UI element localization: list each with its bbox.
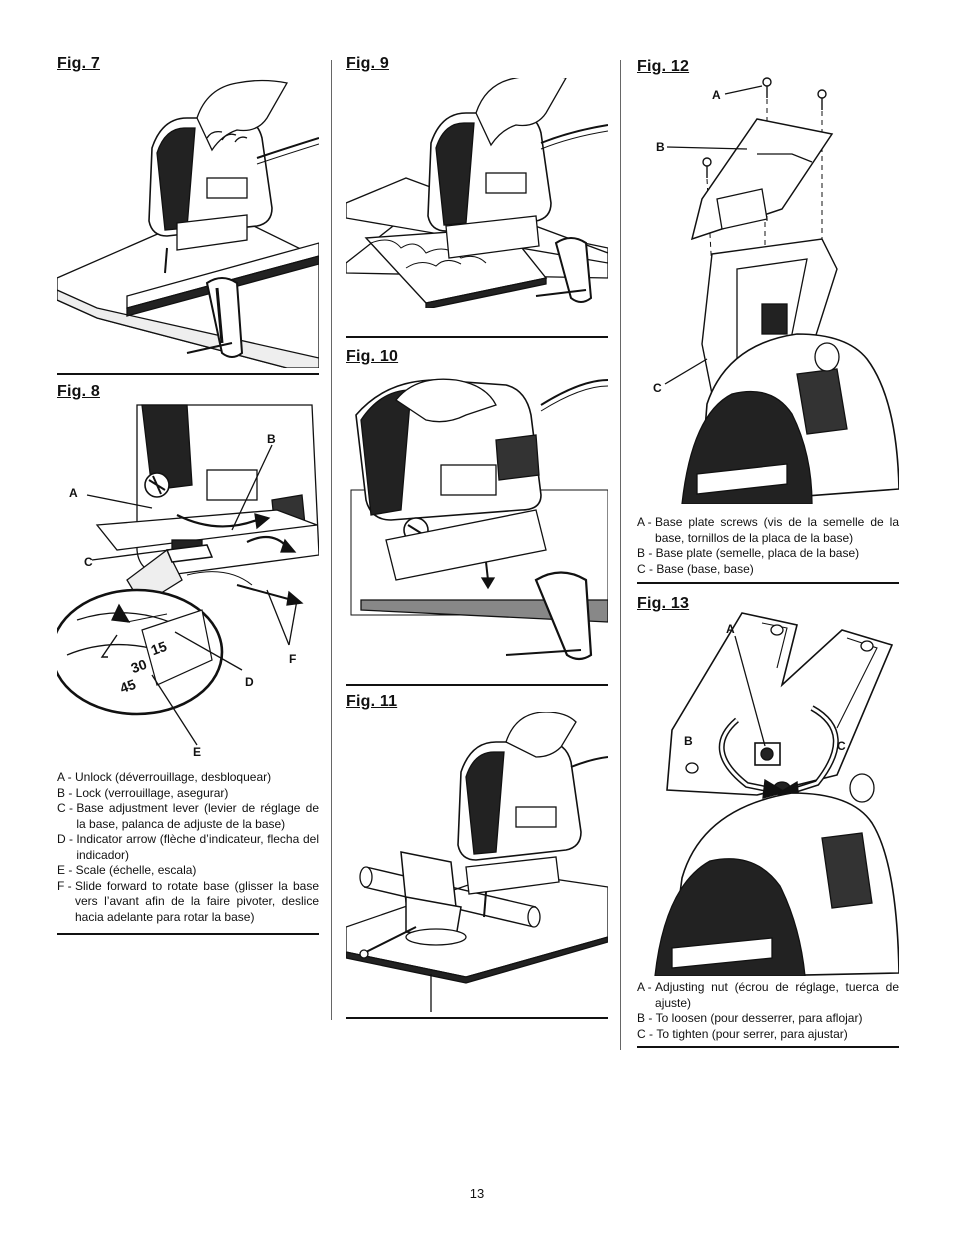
fig13-callout-c: C	[837, 739, 846, 753]
fig8-rule	[57, 933, 319, 935]
fig12-callout-c: C	[653, 381, 662, 395]
column-divider-left	[331, 60, 332, 1020]
fig10-illustration	[350, 378, 608, 661]
fig11-rule	[346, 1017, 608, 1019]
legend-item: A - Unlock (déverrouillage, desbloquear)	[57, 770, 272, 784]
legend-item: B - Base plate (semelle, placa de la bas…	[637, 546, 860, 560]
fig10-rule	[346, 684, 608, 686]
fig8-callout-e: E	[193, 745, 202, 759]
fig8-callout-c: C	[84, 555, 93, 569]
legend-item: B - To loosen (pour desserrer, para aflo…	[637, 1011, 863, 1025]
fig8-callout-f: F	[289, 652, 297, 666]
column-divider-right	[620, 60, 621, 1050]
fig9-rule	[346, 336, 608, 338]
fig12-legend: A - Base plate screws (vis de la semelle…	[637, 515, 899, 577]
fig12-illustration	[664, 77, 899, 504]
fig13-callout-a: A	[726, 622, 735, 636]
legend-item: C - Base (base, base)	[637, 561, 754, 576]
legend-item: D - Indicator arrow (flèche d’indicateur…	[57, 832, 319, 862]
fig12-callout-a: A	[712, 88, 721, 102]
legend-item: C - Base adjustment lever (levier de rég…	[57, 801, 319, 831]
legend-item: C - To tighten (pour serrer, para ajusta…	[637, 1026, 848, 1041]
fig12-title: Fig. 12	[637, 58, 690, 75]
fig13-legend: A - Adjusting nut (écrou de réglage, tue…	[637, 980, 899, 1042]
fig8-legend: A - Unlock (déverrouillage, desbloquear)…	[57, 770, 319, 925]
fig7-rule	[57, 373, 319, 375]
fig8-illustration	[57, 404, 319, 746]
fig10-title: Fig. 10	[346, 348, 399, 365]
legend-item: A - Base plate screws (vis de la semelle…	[637, 515, 899, 545]
fig12-callout-b: B	[656, 140, 665, 154]
fig9-title: Fig. 9	[346, 55, 389, 72]
legend-item: E - Scale (échelle, escala)	[57, 863, 197, 877]
legend-item: B - Lock (verrouillage, asegurar)	[57, 785, 229, 800]
legend-item: A - Adjusting nut (écrou de réglage, tue…	[637, 980, 899, 1010]
fig7-illustration	[57, 79, 319, 368]
legend-item: F - Slide forward to rotate base (glisse…	[57, 878, 319, 924]
page-number: 13	[469, 1186, 485, 1201]
fig9-illustration	[346, 78, 608, 308]
fig11-title: Fig. 11	[346, 693, 398, 710]
fig12-rule	[637, 582, 899, 584]
fig13-callout-b: B	[684, 734, 693, 748]
fig8-callout-a: A	[69, 486, 78, 500]
fig13-rule	[637, 1046, 899, 1048]
fig13-title: Fig. 13	[637, 595, 690, 612]
fig11-illustration	[346, 712, 608, 1012]
fig8-callout-b: B	[267, 432, 276, 446]
fig13-illustration	[654, 612, 899, 976]
fig8-title: Fig. 8	[57, 383, 100, 400]
fig7-title: Fig. 7	[57, 55, 100, 72]
fig8-callout-d: D	[245, 675, 254, 689]
